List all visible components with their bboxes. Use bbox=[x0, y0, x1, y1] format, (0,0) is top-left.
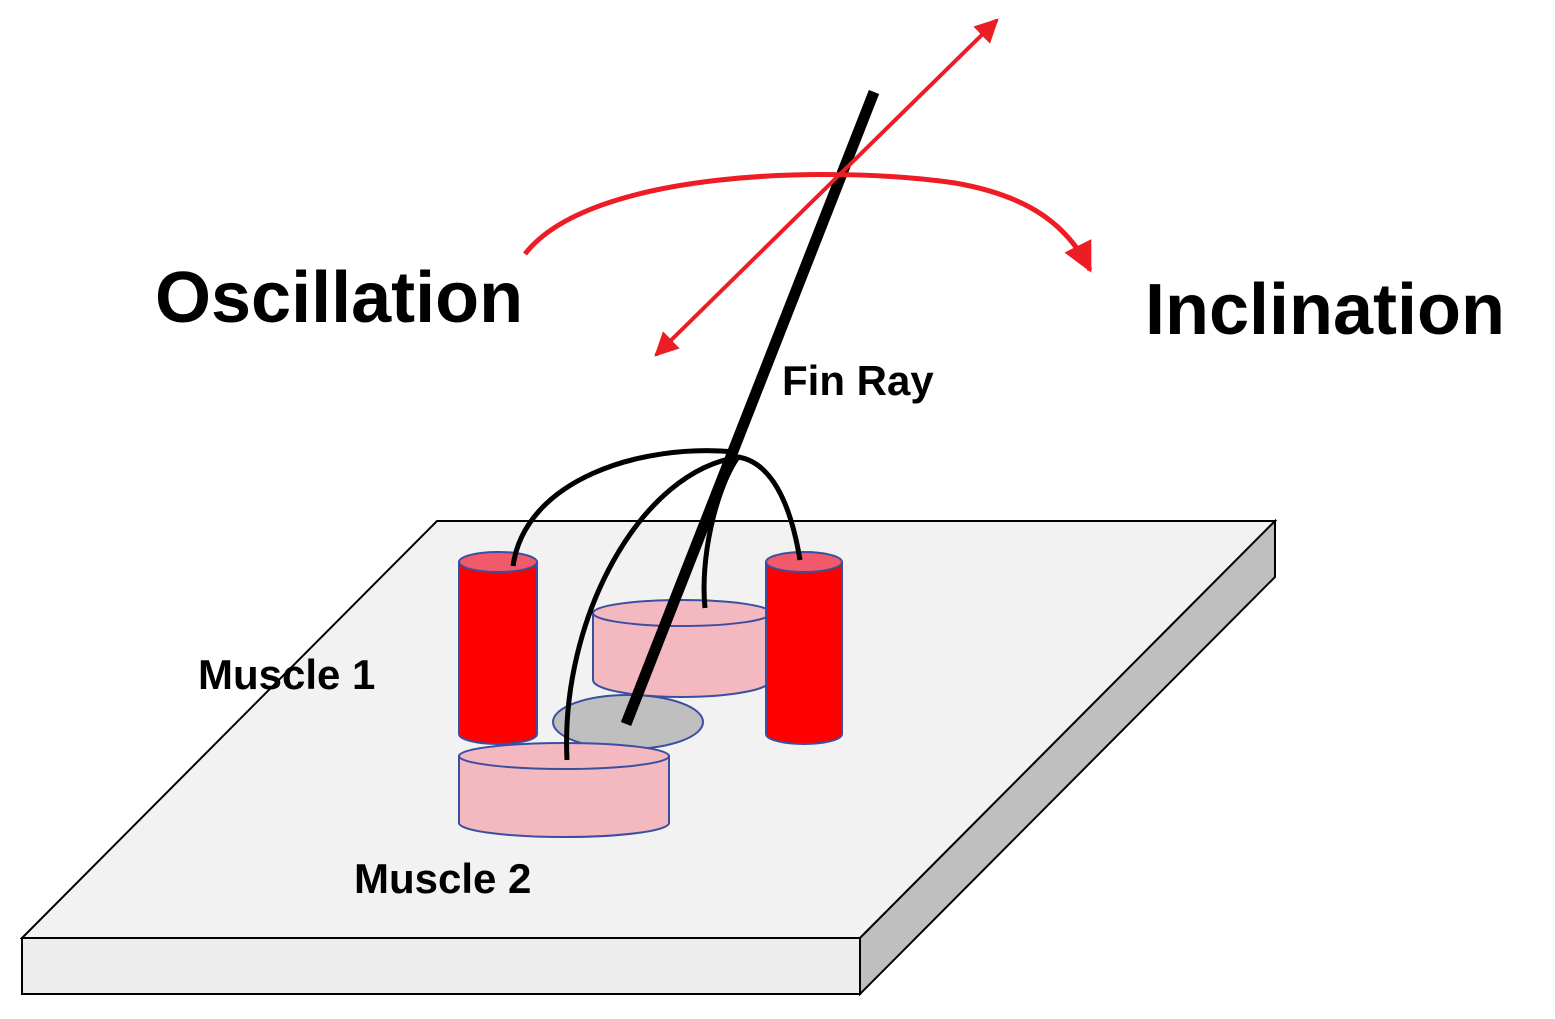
inclination-arrow bbox=[654, 18, 999, 357]
muscle-2-front-cylinder bbox=[458, 742, 670, 838]
muscle-2-rear-cylinder bbox=[592, 599, 772, 698]
muscle-1-left-cylinder bbox=[458, 551, 538, 745]
fin-ray-label: Fin Ray bbox=[782, 357, 934, 404]
muscle-2-label: Muscle 2 bbox=[354, 855, 531, 902]
muscle-1-right-cylinder bbox=[765, 551, 843, 745]
tendon-muscle-1-left bbox=[510, 448, 736, 567]
platform-side-face bbox=[859, 518, 1276, 997]
inclination-label: Inclination bbox=[1145, 270, 1505, 350]
muscle-1-label: Muscle 1 bbox=[198, 651, 375, 698]
oscillation-label: Oscillation bbox=[155, 258, 523, 338]
tendon-muscle-1-right bbox=[737, 454, 803, 561]
tendon-muscle-2-front bbox=[564, 454, 741, 761]
platform-front-face bbox=[21, 937, 861, 995]
